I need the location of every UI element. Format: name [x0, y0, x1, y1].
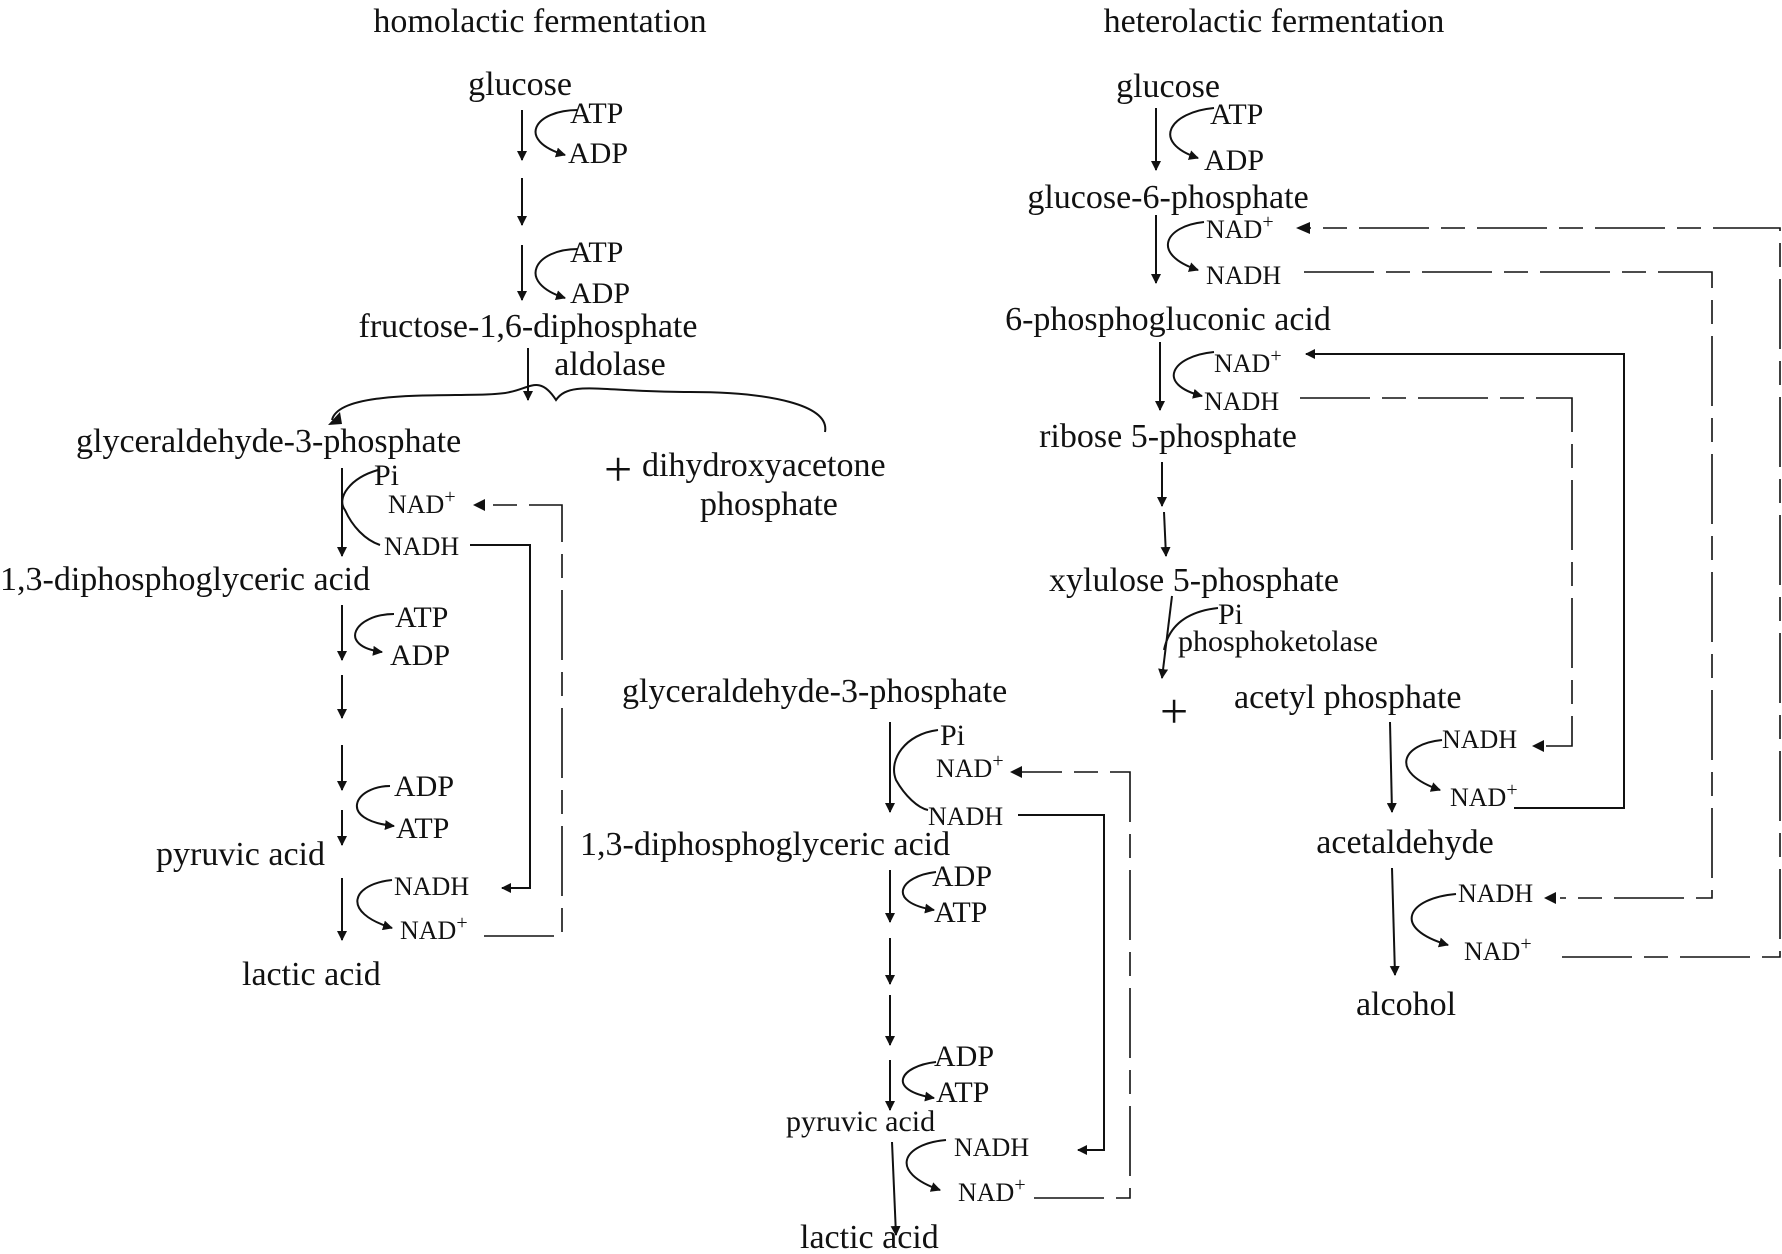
homo-pyruvic: pyruvic acid: [156, 836, 325, 873]
hetero-nad-return-dashed-line: [1015, 771, 1131, 1199]
hetero-alcohol: alcohol: [1356, 986, 1456, 1023]
hetero-r5p: ribose 5-phosphate: [1039, 418, 1297, 455]
hetero-pi-curve-2: [893, 729, 939, 811]
homo-nad-2: NAD+: [400, 912, 468, 945]
hetero-adp-2: ADP: [932, 860, 992, 893]
homo-adp-3: ADP: [390, 639, 450, 672]
homo-pi-curve: [341, 469, 381, 546]
homo-adp-4: ADP: [394, 770, 454, 803]
homo-atp-2: ATP: [570, 236, 623, 269]
hetero-nadh-nad-curve-5: [1405, 739, 1443, 792]
heterolactic-pathway: heterolactic fermentation glucose ATP AD…: [580, 3, 1781, 1254]
hetero-adp-atp-curve-2: [901, 871, 937, 914]
hetero-nadh-nad-curve-6: [1410, 893, 1457, 948]
hetero-nad-nadh-curve-2: [1172, 351, 1215, 399]
homo-atp-4: ATP: [396, 812, 449, 845]
hetero-x5p: xylulose 5-phosphate: [1049, 562, 1339, 599]
hetero-title: heterolactic fermentation: [1104, 3, 1445, 40]
hetero-pi-2: Pi: [940, 719, 965, 752]
homo-dhap-line1: dihydroxyacetone: [642, 447, 886, 484]
hetero-pyruvic: pyruvic acid: [786, 1105, 935, 1138]
hetero-nad6-return-arrowhead: [1296, 222, 1310, 234]
hetero-nad-nadh-curve-1: [1166, 221, 1205, 272]
hetero-nad-6: NAD+: [1464, 933, 1532, 966]
homo-nadh-1: NADH: [384, 532, 459, 561]
hetero-pi-1: Pi: [1218, 598, 1243, 631]
homo-nadh-2: NADH: [394, 872, 469, 901]
hetero-adp-3: ADP: [934, 1040, 994, 1073]
hetero-nadh1-feed-line: [1304, 271, 1713, 899]
homo-aldolase: aldolase: [554, 346, 665, 383]
hetero-pga: 6-phosphogluconic acid: [1005, 301, 1331, 338]
hetero-glucose: glucose: [1116, 68, 1220, 105]
hetero-pi-curve: [1163, 607, 1219, 651]
hetero-nad-2: NAD+: [1214, 345, 1282, 378]
homo-nadh-nad-curve: [356, 879, 393, 931]
hetero-g6p: glucose-6-phosphate: [1027, 179, 1308, 216]
homo-adp-atp-curve-4: [356, 785, 395, 831]
hetero-atp-2: ATP: [934, 896, 987, 929]
hetero-nad-3: NAD+: [936, 750, 1004, 783]
hetero-nadh2-feed-arrowhead: [1532, 740, 1544, 752]
hetero-nad6-return-line: [1306, 227, 1781, 958]
homo-bpg: 1,3-diphosphoglyceric acid: [0, 561, 370, 598]
homo-atp-adp-curve-1: [534, 109, 579, 158]
homo-g3p: glyceraldehyde-3-phosphate: [76, 423, 461, 460]
hetero-atp-3: ATP: [936, 1076, 989, 1109]
homo-dhap-line2: phosphate: [700, 486, 838, 523]
homo-atp-1: ATP: [570, 97, 623, 130]
hetero-arrow-6: [1158, 595, 1173, 679]
hetero-nad-5: NAD+: [1450, 779, 1518, 812]
hetero-bpg: 1,3-diphosphoglyceric acid: [580, 826, 950, 863]
homo-nadh-to-pyruvate-line: [470, 544, 531, 893]
homo-aldolase-split-arrowhead: [328, 412, 342, 425]
hetero-atp-adp-curve-1: [1169, 107, 1215, 160]
hetero-adp-1: ADP: [1204, 144, 1264, 177]
hetero-nadh-3: NADH: [928, 802, 1003, 831]
hetero-nadh-to-pyruvate-line: [1018, 814, 1105, 1155]
hetero-nad-1: NAD+: [1206, 211, 1274, 244]
homo-atp-adp-curve-2: [534, 248, 579, 301]
hetero-g3p: glyceraldehyde-3-phosphate: [622, 673, 1007, 710]
hetero-acetyl: acetyl phosphate: [1234, 679, 1462, 716]
hetero-plus: +: [1160, 683, 1188, 739]
hetero-arrow-12: [890, 1141, 901, 1236]
hetero-nadh-nad-curve: [905, 1139, 947, 1192]
homo-adp-1: ADP: [568, 137, 628, 170]
hetero-adp-atp-curve-3: [901, 1061, 937, 1102]
homo-glucose: glucose: [468, 66, 572, 103]
homo-adp-2: ADP: [570, 277, 630, 310]
homo-plus: +: [604, 441, 632, 497]
hetero-arrow-5: [1160, 511, 1171, 557]
hetero-acetaldehyde: acetaldehyde: [1316, 824, 1493, 861]
homo-nad-return-arrowhead: [473, 499, 485, 511]
homolactic-pathway: homolactic fermentation glucose ATP ADP …: [0, 3, 886, 993]
hetero-nadh1-feed-arrowhead: [1544, 892, 1556, 904]
homo-aldolase-split-brace: [331, 384, 827, 433]
hetero-nad-return-arrowhead: [1010, 766, 1022, 778]
hetero-nad-4: NAD+: [958, 1174, 1026, 1207]
homo-lactic: lactic acid: [242, 956, 381, 993]
homo-atp-adp-curve-3: [354, 613, 395, 656]
homolactic-title: homolactic fermentation: [373, 3, 706, 40]
hetero-atp-1: ATP: [1210, 98, 1263, 131]
hetero-nadh2-feed-line: [1300, 397, 1573, 747]
hetero-arrow-13: [1386, 721, 1397, 813]
hetero-phosphoketolase: phosphoketolase: [1178, 625, 1378, 658]
homo-pi: Pi: [374, 459, 399, 492]
hetero-lactic: lactic acid: [800, 1219, 939, 1254]
homo-nad-return-dashed-line: [475, 504, 563, 937]
hetero-nadh-2: NADH: [1204, 387, 1279, 416]
hetero-nadh-6: NADH: [1458, 879, 1533, 908]
hetero-nad5-return-line: [1305, 349, 1625, 809]
homo-nad-1: NAD+: [388, 486, 456, 519]
homo-fructose-diphosphate: fructose-1,6-diphosphate: [359, 308, 698, 345]
hetero-arrow-14: [1389, 867, 1400, 976]
hetero-nadh-5: NADH: [1442, 725, 1517, 754]
hetero-nadh-1: NADH: [1206, 261, 1281, 290]
homo-atp-3: ATP: [395, 601, 448, 634]
hetero-nadh-4: NADH: [954, 1133, 1029, 1162]
